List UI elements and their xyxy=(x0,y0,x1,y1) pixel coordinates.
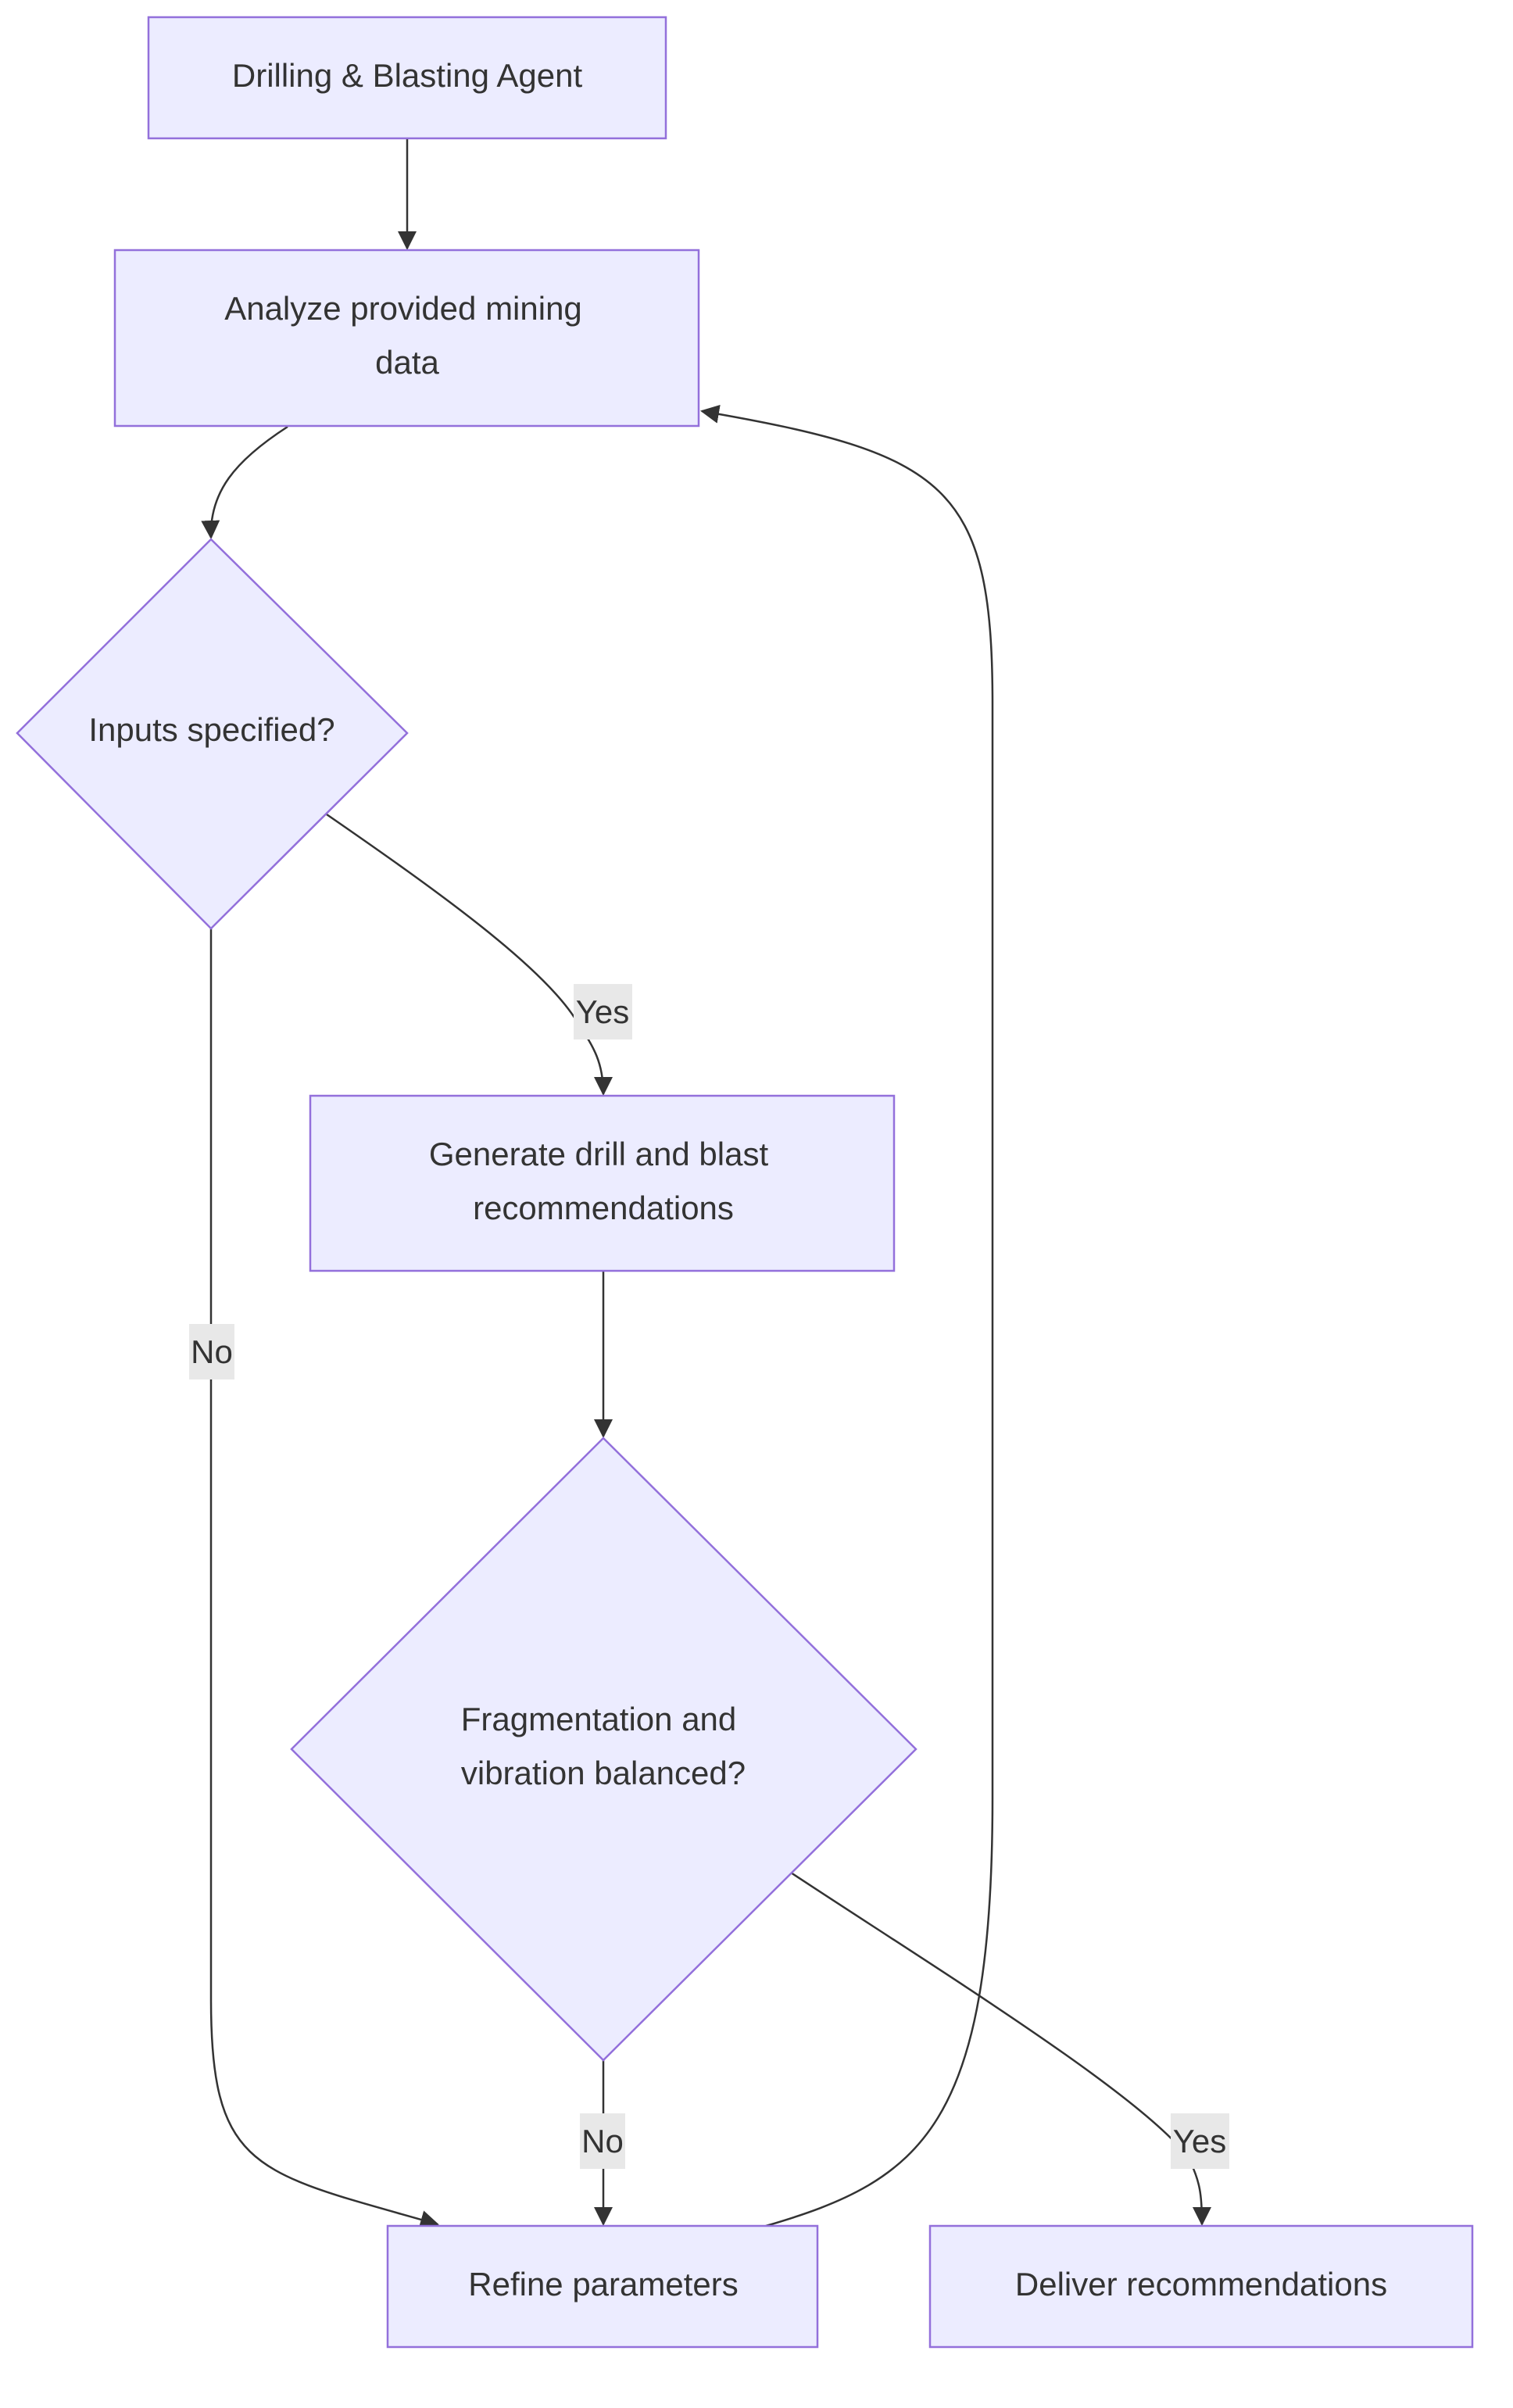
edge-label-inputs-no: No xyxy=(189,1324,234,1379)
edge-analyze-to-inputs xyxy=(201,425,288,539)
svg-text:No: No xyxy=(581,2123,624,2159)
svg-text:Yes: Yes xyxy=(1173,2123,1227,2159)
svg-text:Fragmentation and: Fragmentation and xyxy=(461,1701,737,1737)
node-deliver-recommendations[interactable]: Deliver recommendations xyxy=(928,2224,1474,2349)
svg-text:Drilling & Blasting Agent: Drilling & Blasting Agent xyxy=(232,57,583,94)
edge-inputs-to-refine-no xyxy=(209,928,439,2229)
svg-text:Inputs specified?: Inputs specified? xyxy=(88,711,334,748)
svg-text:Yes: Yes xyxy=(576,993,630,1030)
decision-fragmentation-vibration-balanced[interactable]: Fragmentation and vibration balanced? xyxy=(290,1437,917,2062)
svg-text:Refine parameters: Refine parameters xyxy=(468,2266,739,2302)
decision-inputs-specified[interactable]: Inputs specified? xyxy=(16,538,409,930)
edge-label-balanced-yes: Yes xyxy=(1171,2113,1229,2169)
svg-text:Deliver recommendations: Deliver recommendations xyxy=(1015,2266,1387,2302)
svg-text:Analyze provided mining: Analyze provided mining xyxy=(224,290,582,327)
edge-refine-to-analyze-loop xyxy=(700,404,994,2227)
edge-label-inputs-yes: Yes xyxy=(574,984,632,1039)
node-drilling-blasting-agent[interactable]: Drilling & Blasting Agent xyxy=(147,16,667,140)
edge-labels: Yes No No Yes xyxy=(189,984,1229,2169)
svg-text:vibration balanced?: vibration balanced? xyxy=(461,1755,746,1791)
edge-balanced-to-deliver-yes xyxy=(790,1871,1211,2226)
node-refine-parameters[interactable]: Refine parameters xyxy=(386,2224,819,2349)
edge-inputs-to-generate-yes xyxy=(326,813,613,1096)
svg-text:Generate drill and blast: Generate drill and blast xyxy=(429,1136,769,1172)
edge-label-balanced-no: No xyxy=(580,2113,625,2169)
node-analyze-mining-data[interactable]: Analyze provided mining data xyxy=(113,249,700,428)
node-generate-recommendations[interactable]: Generate drill and blast recommendations xyxy=(309,1094,896,1272)
svg-text:data: data xyxy=(375,344,439,381)
svg-text:No: No xyxy=(191,1333,233,1370)
svg-text:recommendations: recommendations xyxy=(473,1190,734,1226)
nodes: Drilling & Blasting Agent Analyze provid… xyxy=(16,16,1474,2349)
